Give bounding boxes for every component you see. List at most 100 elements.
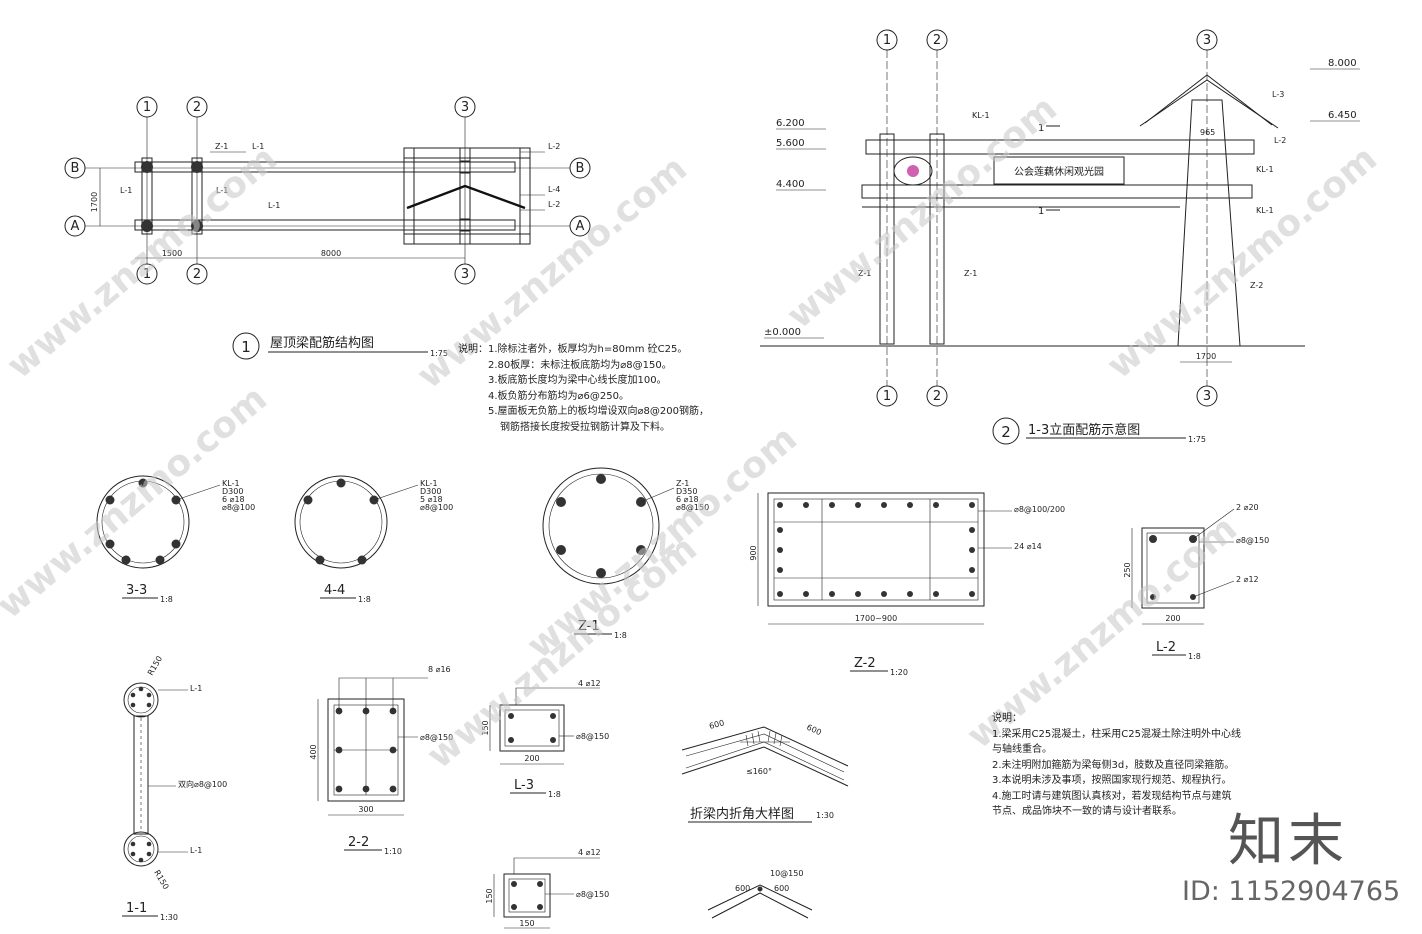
section-l3: 4 ⌀12 ⌀8@150 150 200 L-3 1:8 [481,679,609,799]
s44-scale: 1:8 [358,595,371,604]
s11-scale: 1:30 [160,913,178,922]
elev-z2: Z-2 [1250,281,1263,290]
s11-l1-top: L-1 [190,684,202,693]
s44-title: 4-4 [324,583,345,598]
elev-title-number: 2 [1001,423,1011,441]
z1-l3: ⌀8@150 [676,503,709,512]
label-l2-top: L-2 [548,142,560,151]
elev-z1-left: Z-1 [858,269,871,278]
elev-title: 1-3立面配筋示意图 [1028,422,1140,438]
notes-roof-3: 3.板底筋长度均为梁中心线长度加100。 [488,375,667,386]
notes-general-3: 2.未注明附加箍筋为梁每侧3d，肢数及直径同梁箍筋。 [992,759,1235,771]
elev-axis-2-top: 2 [933,33,941,48]
s22-dim-h: 400 [309,744,318,759]
section-l2: 2 ⌀20 ⌀8@150 2 ⌀12 250 200 L-2 1:8 [1123,503,1269,661]
brand-id: ID: 1152904765 [1182,876,1401,907]
fold-beam-detail: 600 600 ≤160° 折梁内折角大样图 1:30 10@150 600 6… [681,718,849,919]
z1-l1: D350 [676,487,697,496]
s22-dim-w: 300 [358,805,373,814]
notes-general: 说明： 1.梁采用C25混凝土，柱采用C25混凝土除注明外中心线 与轴线重合。 … [992,711,1241,820]
elev-kl1-right-2: KL-1 [1256,206,1274,215]
z2-scale: 1:20 [890,668,908,677]
roof-plan-title-number: 1 [241,338,251,356]
s33-l3: ⌀8@100 [222,503,255,512]
axis-3-top: 3 [461,100,469,115]
s11-l1-bottom: L-1 [190,846,202,855]
l3-l0: 4 ⌀12 [578,679,601,688]
l3b-l1: ⌀8@150 [576,890,609,899]
row-a-left: A [71,219,80,234]
dim-1700-roof: 1700 [90,192,99,212]
elev-l2: L-2 [1274,136,1286,145]
s22-l1: ⌀8@150 [420,733,453,742]
l2-l2: 2 ⌀12 [1236,575,1259,584]
elev-sec-top: 1 [1038,123,1044,134]
elev-sign-text: 公会莲藕休闲观光园 [1014,165,1104,178]
label-l1-top: L-1 [252,142,264,151]
notes-roof-4: 4.板负筋分布筋均为⌀6@250。 [488,390,630,402]
axis-1-top: 1 [143,100,151,115]
section-z2: ⌀8@100/200 24 ⌀14 900 1700~900 Z-2 1:20 [749,492,1065,677]
l2-l0: 2 ⌀20 [1236,503,1259,512]
fold2-spacing: 10@150 [770,869,803,878]
elev-axis-3-bottom: 3 [1203,389,1211,404]
z2-l1: 24 ⌀14 [1014,542,1042,551]
notes-general-2: 与轴线重合。 [992,744,1052,755]
section-4-4: KL-1 D300 5 ⌀18 ⌀8@100 4-4 1:8 [294,475,453,604]
label-l1-left: L-1 [120,186,132,195]
z2-title: Z-2 [854,656,876,671]
fold2-dim-right: 600 [774,884,789,893]
s33-l2: 6 ⌀18 [222,495,245,504]
label-l4: L-4 [548,185,560,194]
l2-title: L-2 [1156,640,1176,655]
z2-dim-width: 1700~900 [855,614,897,623]
label-l1-bottom: L-1 [268,201,280,210]
z2-dim-900: 900 [749,545,758,560]
z1-scale: 1:8 [614,631,627,640]
fold-dim-right: 600 [805,723,823,738]
fold-title: 折梁内折角大样图 [690,806,794,822]
row-b-right: B [576,161,585,176]
s11-mesh: 双向⌀8@100 [178,779,227,789]
elev-z1-right: Z-1 [964,269,977,278]
z1-l0: Z-1 [676,479,689,488]
l3b-l0: 4 ⌀12 [578,848,601,857]
notes-general-5: 4.施工时请与建筑图认真核对，若发现结构节点与建筑 [992,790,1232,802]
elev-dim-1700: 1700 [1196,352,1216,361]
label-l1-mid: L-1 [216,186,228,195]
roof-plan: 1 2 3 1 2 3 B A B A Z-1 [64,96,591,360]
elev-axis-2-bottom: 2 [933,389,941,404]
notes-roof-2: 2.80板厚：未标注板底筋均为⌀8@150。 [488,359,672,371]
section-l3-small: 4 ⌀12 ⌀8@150 150 150 [485,848,609,929]
s33-l1: D300 [222,487,243,496]
elev-axis-1-top: 1 [883,33,891,48]
l2-l1: ⌀8@150 [1236,536,1269,545]
notes-general-4: 3.本说明未涉及事项，按照国家现行规范、规程执行。 [992,775,1232,786]
row-a-right: A [576,219,585,234]
section-z1: Z-1 D350 6 ⌀18 ⌀8@150 Z-1 1:8 [542,467,709,640]
elev-axis-1-bottom: 1 [883,389,891,404]
s22-scale: 1:10 [384,847,402,856]
z2-l0: ⌀8@100/200 [1014,505,1065,514]
s44-l2: 5 ⌀18 [420,495,443,504]
l3-dim-w: 200 [524,754,539,763]
s33-scale: 1:8 [160,595,173,604]
dim-1500: 1500 [162,249,182,258]
row-b-left: B [71,161,80,176]
l2-dim-h: 250 [1123,562,1132,577]
elevation: 1 2 3 1 2 3 公会莲藕休闲观光园 8.000 6.450 6.200 [760,29,1360,445]
z1-l2: 6 ⌀18 [676,495,699,504]
roof-plan-title: 屋顶梁配筋结构图 [270,335,374,351]
section-2-2: 8 ⌀16 ⌀8@150 400 300 2-2 1:10 [309,665,453,856]
section-1-1: R150 L-1 双向⌀8@100 L-1 R150 1-1 1:30 [122,654,227,922]
s33-title: 3-3 [126,583,147,598]
fold2-dim-left: 600 [735,884,750,893]
s44-l0: KL-1 [420,479,438,488]
notes-roof-6: 钢筋搭接长度按受拉钢筋计算及下料。 [500,421,670,433]
notes-roof-5: 5.屋面板无负筋上的板均增设双向⌀8@200钢筋， [488,406,710,417]
watermark-4: www.znzmo.com [1099,138,1384,387]
s44-l1: D300 [420,487,441,496]
notes-general-6: 节点、成品饰块不一致的请与设计者联系。 [992,806,1182,817]
axis-2-top: 2 [193,100,201,115]
